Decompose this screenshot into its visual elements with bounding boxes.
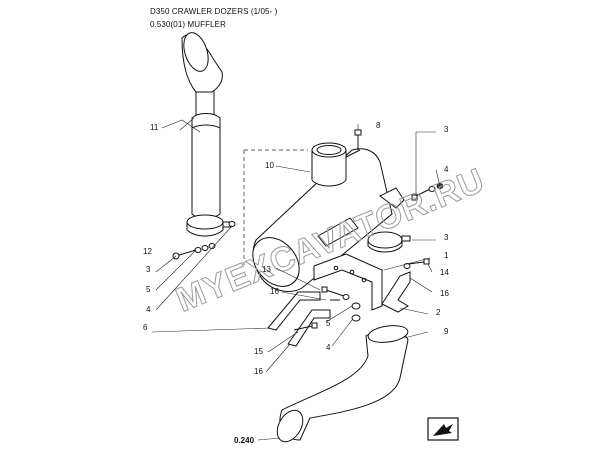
callout-9: 9 (444, 327, 449, 336)
part-exhaust-stack (181, 32, 223, 219)
callout-15: 15 (254, 347, 263, 356)
page-title: D350 CRAWLER DOZERS (1/05- ) (150, 7, 278, 16)
callout-4-right: 4 (444, 165, 449, 174)
callout-13: 13 (262, 265, 271, 274)
part-right-clamp (367, 183, 444, 253)
reference-link[interactable]: 0.240 (234, 436, 255, 445)
part-muffler-body (252, 142, 405, 292)
callout-11: 11 (150, 123, 159, 132)
callout-2: 2 (436, 308, 441, 317)
callout-10: 10 (265, 161, 274, 170)
callout-16-mid: 16 (270, 287, 279, 296)
callout-6: 6 (143, 323, 148, 332)
part-bolt-13 (321, 286, 361, 322)
callout-4-left: 4 (146, 305, 151, 314)
part-callouts: 11 10 8 3 4 3 1 14 16 2 9 13 16 5 4 15 1… (143, 121, 449, 445)
leader-lines (151, 117, 441, 441)
callout-3-right: 3 (444, 233, 449, 242)
part-u-bolts (267, 291, 340, 347)
part-bolt-top (354, 129, 362, 150)
callout-4-mid: 4 (326, 343, 331, 352)
callout-5-mid: 5 (326, 319, 331, 328)
callout-3-left: 3 (146, 265, 151, 274)
assembly-axis-lines (243, 149, 308, 265)
callout-5-left: 5 (146, 285, 151, 294)
callout-14: 14 (440, 268, 449, 277)
section-title: 0.530(01) MUFFLER (150, 20, 226, 29)
callout-16-right: 16 (440, 289, 449, 298)
hardware-left (172, 221, 236, 260)
arrow-next-page-icon[interactable] (427, 417, 459, 441)
callout-1: 1 (444, 251, 449, 260)
callout-16-bottom: 16 (254, 367, 263, 376)
callout-12: 12 (143, 247, 152, 256)
callout-8: 8 (376, 121, 381, 130)
part-mounting-bracket (313, 253, 383, 311)
callout-3-top: 3 (444, 125, 449, 134)
part-exhaust-elbow (276, 325, 409, 443)
part-stack-clamp (186, 214, 232, 237)
